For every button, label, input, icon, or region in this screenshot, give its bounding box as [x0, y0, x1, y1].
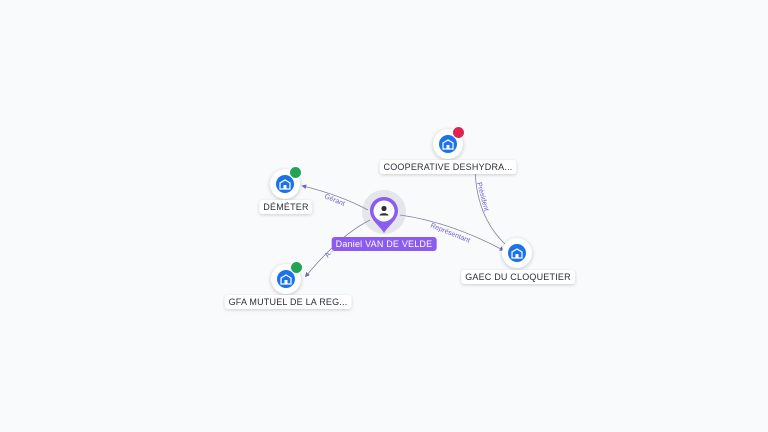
edge-label-coop: Président [475, 182, 489, 212]
edge-gaec [399, 214, 505, 251]
company-node-demeter[interactable] [270, 166, 302, 199]
edge-coop [472, 163, 506, 245]
company-label-gfa[interactable]: GFA MUTUEL DE LA REG... [224, 295, 352, 309]
building-icon [280, 274, 292, 285]
building-icon [442, 139, 454, 150]
person-node[interactable] [369, 196, 399, 234]
company-label-gaec[interactable]: GAEC DU CLOQUETIER [461, 270, 575, 284]
company-label-demeter[interactable]: DÉMÉTER [259, 200, 313, 214]
company-label-coop[interactable]: COOPERATIVE DESHYDRA... [379, 160, 517, 174]
status-closed-icon [452, 126, 465, 139]
company-node-gaec[interactable] [502, 238, 532, 268]
building-icon [279, 179, 291, 190]
status-active-icon [289, 166, 302, 179]
status-active-icon [290, 261, 303, 274]
company-node-coop[interactable] [433, 126, 465, 159]
edge-demeter [301, 184, 369, 211]
person-icon [379, 205, 389, 216]
company-node-gfa[interactable] [271, 261, 303, 294]
building-icon [511, 248, 523, 259]
edge-label-gfa: A... [324, 246, 336, 259]
person-name-label[interactable]: Daniel VAN DE VELDE [331, 237, 437, 251]
